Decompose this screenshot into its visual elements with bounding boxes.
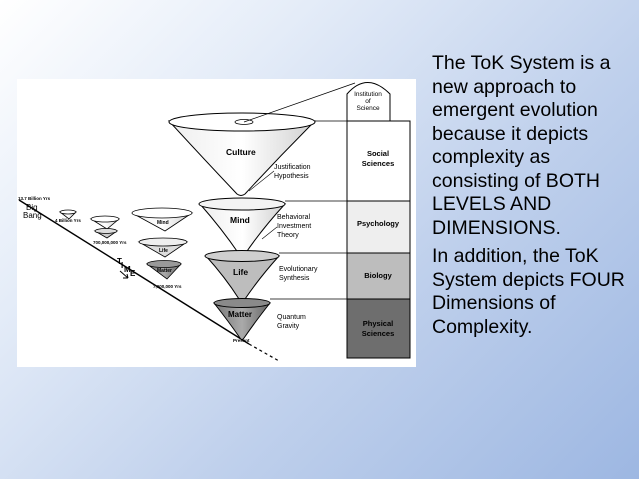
svg-text:Gravity: Gravity [277, 323, 300, 330]
svg-text:Justification: Justification [274, 164, 311, 171]
time-axis-line [18, 199, 250, 345]
svg-text:Theory: Theory [277, 232, 299, 239]
yrs-7-label: 7,000,000 Yrs [153, 284, 182, 289]
quantum-gravity-label: Quantum Gravity [277, 314, 306, 330]
justification-pointer [248, 170, 275, 192]
cone-life [204, 250, 281, 301]
culture-label: Culture [226, 147, 256, 157]
svg-text:Physical: Physical [363, 319, 393, 328]
small-mind-label: Mind [157, 220, 169, 226]
slide-text: The ToK System is a new approach to emer… [432, 52, 632, 344]
svg-text:Evolutionary: Evolutionary [279, 266, 318, 273]
cone-matter [212, 298, 272, 340]
psychology-box [346, 200, 411, 254]
svg-text:E: E [130, 269, 136, 278]
behavioral-investment-label: Behavioral Investment Theory [277, 214, 311, 239]
life-label: Life [233, 267, 248, 277]
svg-text:Investment: Investment [277, 223, 311, 230]
time-arrow-icon [119, 270, 129, 279]
physical-sciences-label: Physical Sciences [362, 319, 395, 338]
social-sciences-box [346, 120, 411, 202]
svg-text:I: I [121, 261, 123, 270]
svg-text:Behavioral: Behavioral [277, 214, 311, 221]
justification-hypothesis-label: Justification Hypothesis [274, 164, 311, 180]
evolutionary-synthesis-label: Evolutionary Synthesis [279, 266, 318, 282]
svg-text:T: T [117, 257, 122, 266]
mind-label: Mind [230, 215, 250, 225]
svg-text:M: M [124, 265, 131, 274]
paragraph-levels-dimensions: The ToK System is a new approach to emer… [432, 52, 611, 239]
yrs-4-label: 4 Billion Yrs [55, 218, 81, 223]
svg-text:of: of [365, 98, 371, 105]
social-sciences-label: Social Sciences [362, 149, 395, 168]
cone-mind [198, 197, 287, 256]
small-life-label: Life [159, 248, 168, 254]
svg-text:Sciences: Sciences [362, 159, 395, 168]
matter-label: Matter [228, 310, 252, 319]
svg-text:Institution: Institution [354, 91, 382, 98]
institution-pointer [243, 82, 356, 123]
svg-text:Social: Social [367, 149, 389, 158]
yrs-13-7-label: 13.7 Billion Yrs [18, 196, 51, 201]
svg-text:Quantum: Quantum [277, 314, 306, 321]
biology-label: Biology [364, 271, 392, 280]
small-cones-7m [131, 207, 194, 280]
behavioral-pointer [261, 226, 278, 240]
svg-text:Synthesis: Synthesis [279, 275, 310, 282]
svg-text:Sciences: Sciences [362, 329, 395, 338]
paragraph-four-dimensions: In addition, the ToK System depicts FOUR… [432, 245, 625, 338]
physical-sciences-box [346, 298, 411, 359]
svg-text:Hypothesis: Hypothesis [274, 173, 309, 180]
small-cones-700m [89, 215, 121, 239]
present-label: Present [233, 338, 250, 343]
time-axis-future [248, 343, 280, 362]
psychology-label: Psychology [357, 219, 400, 228]
small-matter-label: Matter [157, 268, 172, 274]
institution-of-science-arch [346, 82, 391, 122]
yrs-700-label: 700,000,000 Yrs [93, 240, 127, 245]
biology-box [346, 252, 411, 300]
institution-of-science-label: Institution of Science [354, 91, 382, 112]
small-cone-4b [58, 209, 77, 220]
svg-text:Science: Science [356, 105, 380, 112]
